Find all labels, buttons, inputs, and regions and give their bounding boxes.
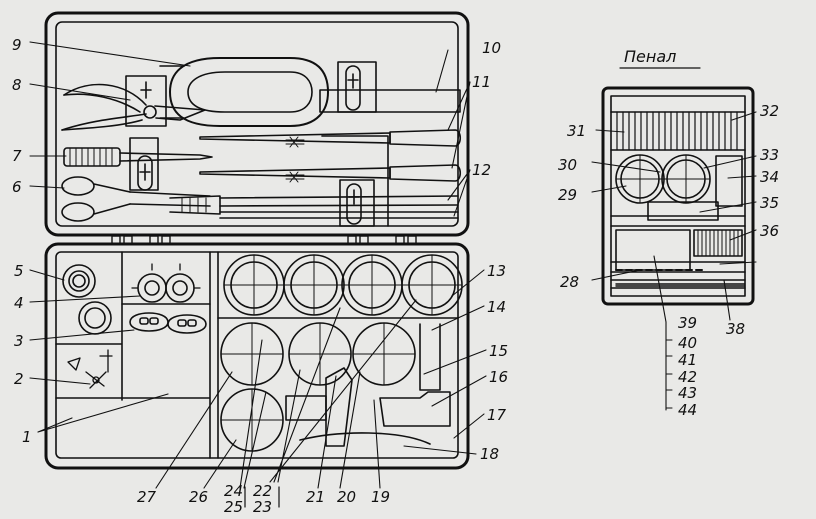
spanner-loop [159,57,329,127]
label-12: 12 [472,161,491,179]
label-26: 26 [189,488,208,506]
sockets-4 [131,263,201,303]
label-21: 21 [306,488,325,506]
label-28: 28 [560,273,579,291]
label-18: 18 [480,445,499,463]
ring-fitting-3 [78,301,112,335]
pencil-case [601,86,755,306]
pencil-leader-lines [591,111,757,411]
label-9: 9 [12,36,22,54]
screwdriver [63,137,213,191]
rulers [219,179,459,227]
label-4: 4 [14,294,24,312]
lid-divider [321,135,389,227]
label-32: 32 [760,102,779,120]
label-11: 11 [472,73,491,91]
slot-plates-3 [129,312,207,334]
label-8: 8 [12,76,22,94]
case-base [44,242,470,470]
label-30: 30 [558,156,577,174]
label-36: 36 [760,222,779,240]
label-27: 27 [137,488,157,506]
leader-lines [29,41,487,489]
label-33: 33 [760,146,779,164]
label-29: 29 [558,186,577,204]
ring-fitting-5 [62,264,96,298]
label-20: 20 [337,488,356,506]
label-42: 42 [678,368,697,386]
label-10: 10 [482,39,501,57]
label-23: 23 [253,498,272,516]
label-1: 1 [22,428,32,446]
lid-clamp [319,61,461,113]
label-17: 17 [487,406,507,424]
label-brackets [244,486,280,508]
pliers [61,75,206,131]
case-lid [44,11,470,237]
label-16: 16 [489,368,508,386]
label-22: 22 [253,482,272,500]
label-40: 40 [678,334,697,352]
label-2: 2 [14,370,24,388]
label-43: 43 [678,384,697,402]
label-3: 3 [14,332,24,350]
scissors [61,176,221,222]
files [199,129,462,183]
label-19: 19 [371,488,390,506]
label-44: 44 [678,401,697,419]
label-35: 35 [760,194,779,212]
label-15: 15 [489,342,508,360]
label-6: 6 [12,178,22,196]
crosshairs [220,254,463,452]
label-13: 13 [487,262,506,280]
label-24: 24 [224,482,243,500]
label-14: 14 [487,298,506,316]
label-34: 34 [760,168,779,186]
label-39: 39 [678,314,697,332]
label-31: 31 [567,122,586,140]
label-5: 5 [14,262,24,280]
pencil-case-title: Пенал [624,47,676,66]
box-parts-14-16 [285,323,451,447]
part-numbers: 9 8 7 6 10 11 12 5 4 3 2 1 13 14 15 16 1… [12,36,779,516]
label-38: 38 [726,320,745,338]
label-41: 41 [678,351,697,369]
jars-lower [220,322,416,452]
label-7: 7 [12,147,22,165]
label-25: 25 [224,498,243,516]
small-parts-2 [67,349,113,389]
